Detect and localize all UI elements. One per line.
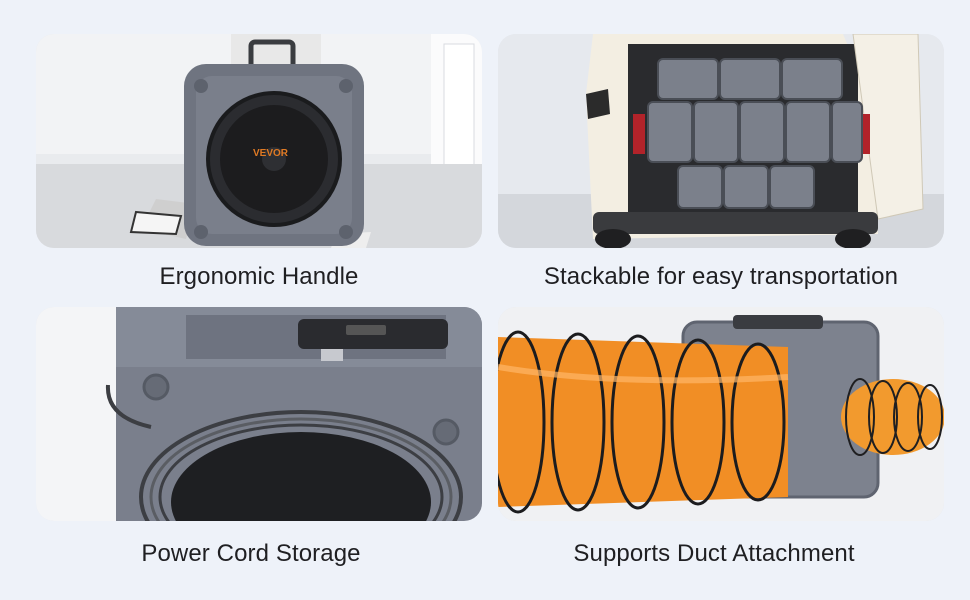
feature-image-ergonomic-handle: VEVOR: [36, 34, 482, 248]
brand-logo: VEVOR: [253, 148, 289, 159]
duct-hose-attached-illustration: [498, 307, 944, 521]
fan-with-handle-illustration: VEVOR: [36, 34, 482, 248]
power-cord-closeup-illustration: [36, 307, 482, 521]
feature-image-stackable: [498, 34, 944, 248]
caption-power-cord-storage: Power Cord Storage: [141, 540, 361, 567]
feature-image-power-cord-storage: [36, 307, 482, 521]
caption-duct-attachment: Supports Duct Attachment: [573, 540, 855, 567]
van-loaded-with-fans-illustration: [498, 34, 944, 248]
feature-image-duct-attachment: [498, 307, 944, 521]
caption-ergonomic-handle: Ergonomic Handle: [159, 263, 359, 290]
caption-stackable: Stackable for easy transportation: [543, 263, 899, 290]
